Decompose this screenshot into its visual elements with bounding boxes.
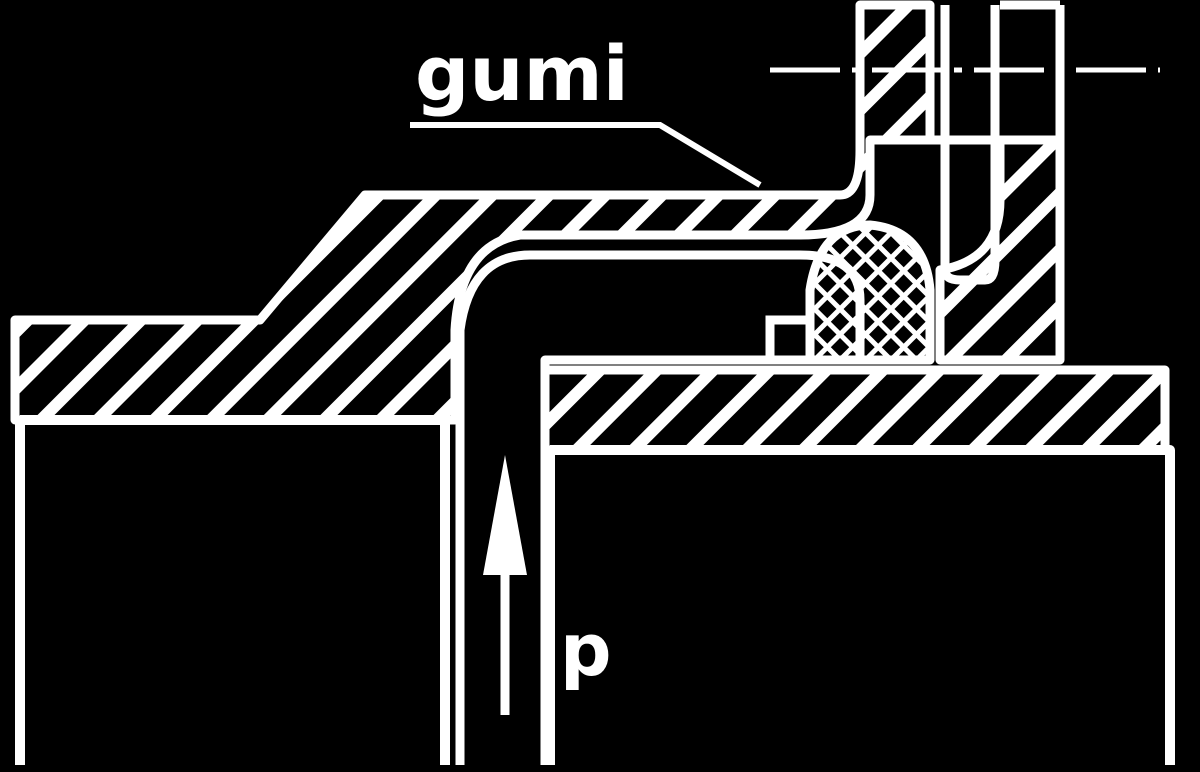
rubber-o-ring: [805, 220, 935, 365]
pressure-arrow-head: [483, 455, 527, 575]
rubber-label: gumi: [415, 29, 629, 118]
vertical-stem: [940, 5, 1000, 285]
pressure-label: p: [560, 608, 612, 692]
small-insert: [765, 315, 815, 365]
lower-right-plate-section: [540, 365, 1170, 455]
rubber-leader-line: [410, 122, 762, 188]
